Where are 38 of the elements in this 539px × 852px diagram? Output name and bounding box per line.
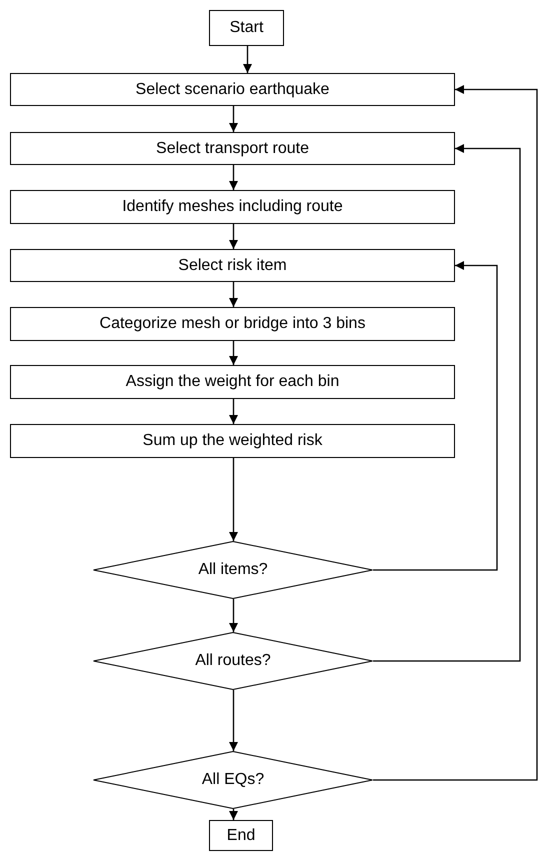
process-box — [10, 249, 455, 282]
decision-label: All EQs? — [202, 770, 264, 790]
decision-diamond — [93, 751, 373, 809]
process-label: Identify meshes including route — [122, 197, 343, 217]
arrow — [229, 690, 238, 751]
arrow — [229, 282, 238, 307]
process-box — [10, 307, 455, 341]
arrow — [229, 224, 238, 249]
process-label: Select transport route — [156, 138, 309, 158]
process-box — [10, 365, 455, 399]
process-box — [209, 10, 284, 46]
process-label: Select risk item — [178, 256, 287, 276]
arrow — [229, 341, 238, 365]
process-label: Categorize mesh or bridge into 3 bins — [100, 314, 366, 334]
process-label: Assign the weight for each bin — [126, 372, 340, 392]
arrow — [229, 458, 238, 541]
decision-label: All routes? — [195, 651, 271, 671]
decision-diamond — [93, 541, 373, 599]
arrow — [373, 85, 538, 781]
process-label: Select scenario earthquake — [136, 80, 330, 100]
process-label: Sum up the weighted risk — [142, 431, 322, 451]
process-box — [10, 190, 455, 224]
arrow — [373, 144, 521, 662]
arrow — [229, 165, 238, 190]
arrow — [243, 46, 252, 73]
process-box — [10, 132, 455, 165]
decision-diamond — [93, 632, 373, 690]
arrow — [229, 399, 238, 424]
arrow — [373, 261, 498, 571]
process-label: Start — [230, 18, 264, 38]
arrow — [229, 106, 238, 132]
process-box — [10, 73, 455, 106]
decision-label: All items? — [198, 560, 268, 580]
arrow — [229, 599, 238, 632]
process-box — [10, 424, 455, 458]
arrow — [229, 809, 238, 820]
process-label: End — [226, 826, 256, 846]
process-box — [209, 820, 273, 851]
